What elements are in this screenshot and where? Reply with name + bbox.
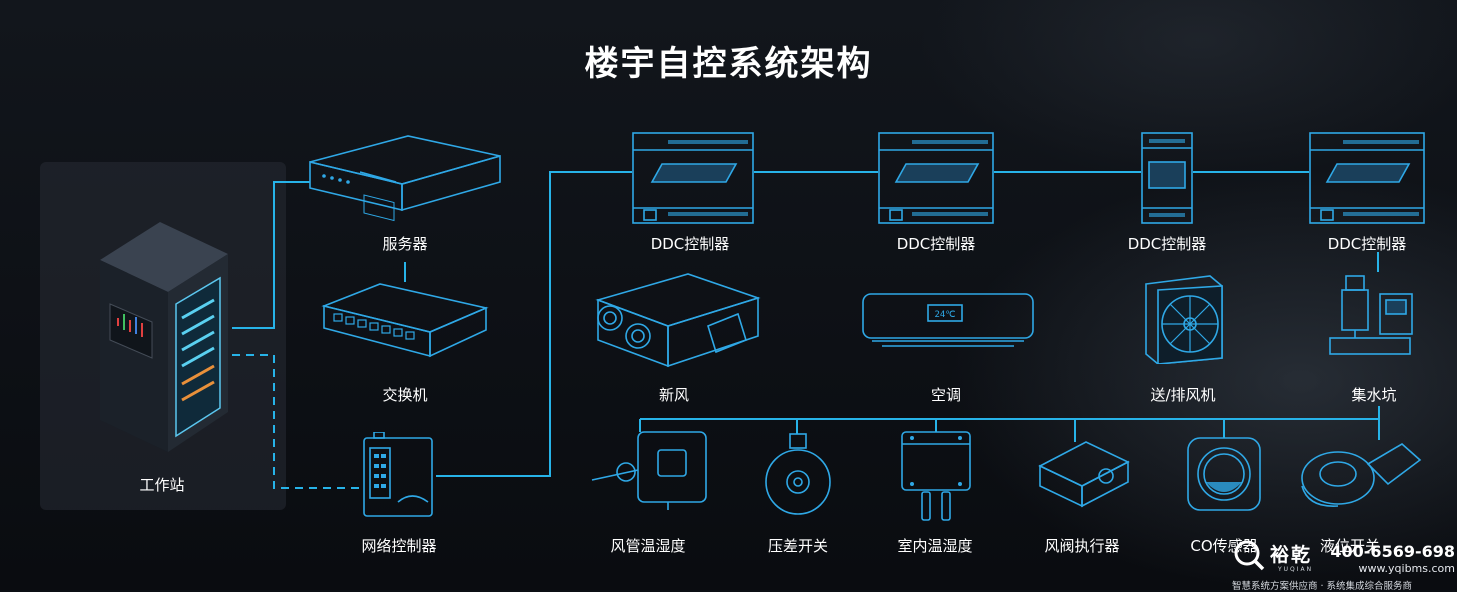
- label-damper-actuator: 风阀执行器: [1044, 537, 1120, 555]
- link-netctrl-ddc-bus: [436, 171, 632, 477]
- level-switch-icon[interactable]: [1298, 438, 1424, 512]
- label-fresh-air: 新风: [658, 386, 690, 404]
- workstation-rack-icon[interactable]: [92, 222, 234, 452]
- label-differential-pressure-switch: 压差开关: [767, 537, 829, 555]
- ac-display-text: 24℃: [935, 310, 956, 320]
- brand-url[interactable]: www.yqibms.com: [1358, 562, 1455, 575]
- switch-icon[interactable]: [320, 282, 490, 362]
- brand-slogan: 智慧系统方案供应商 · 系统集成综合服务商: [1232, 581, 1413, 592]
- server-icon[interactable]: [304, 134, 504, 224]
- indoor-temp-humidity-sensor-icon[interactable]: [898, 430, 974, 522]
- label-co-sensor: CO传感器: [1190, 537, 1258, 555]
- diagram-title: 楼宇自控系统架构: [584, 44, 873, 84]
- brand-phone: 400-6569-698: [1330, 542, 1455, 561]
- label-level-switch: 液位开关: [1319, 537, 1381, 555]
- co-sensor-icon[interactable]: [1186, 436, 1262, 512]
- link-workstation-server: [232, 181, 310, 329]
- label-ddc-1: DDC控制器: [650, 235, 730, 253]
- ddc-controller-3-icon[interactable]: [1141, 132, 1193, 224]
- network-controller-icon[interactable]: [362, 432, 436, 520]
- differential-pressure-switch-icon[interactable]: [762, 432, 834, 516]
- label-duct-temp-humidity: 风管温湿度: [610, 537, 686, 555]
- link-workstation-netctrl: [232, 354, 362, 489]
- label-workstation: 工作站: [139, 476, 185, 494]
- damper-actuator-icon[interactable]: [1036, 440, 1132, 510]
- label-server: 服务器: [382, 235, 428, 253]
- brand-watermark: 裕乾 YUQIAN 400-6569-698 www.yqibms.com 智慧…: [1228, 536, 1457, 592]
- label-indoor-temp-humidity: 室内温湿度: [897, 537, 973, 555]
- label-ddc-3: DDC控制器: [1127, 235, 1207, 253]
- duct-temp-humidity-sensor-icon[interactable]: [588, 430, 712, 510]
- sump-pit-pump-icon[interactable]: [1326, 272, 1422, 362]
- label-switch: 交换机: [382, 386, 428, 404]
- label-air-conditioner: 空调: [930, 386, 962, 404]
- label-supply-exhaust-fan: 送/排风机: [1150, 386, 1216, 404]
- ddc-controller-4-icon[interactable]: [1309, 132, 1425, 224]
- label-ddc-4: DDC控制器: [1327, 235, 1407, 253]
- label-sump-pit: 集水坑: [1351, 386, 1397, 404]
- air-conditioner-icon[interactable]: 24℃: [862, 293, 1034, 349]
- ddc-controller-2-icon[interactable]: [878, 132, 994, 224]
- label-network-controller: 网络控制器: [361, 537, 437, 555]
- label-ddc-2: DDC控制器: [896, 235, 976, 253]
- fresh-air-unit-icon[interactable]: [588, 270, 768, 370]
- ddc-controller-1-icon[interactable]: [632, 132, 754, 224]
- brand-logo-icon: [1234, 540, 1265, 571]
- brand-name: 裕乾: [1270, 544, 1313, 566]
- brand-name-en: YUQIAN: [1278, 566, 1314, 573]
- supply-exhaust-fan-icon[interactable]: [1140, 274, 1224, 364]
